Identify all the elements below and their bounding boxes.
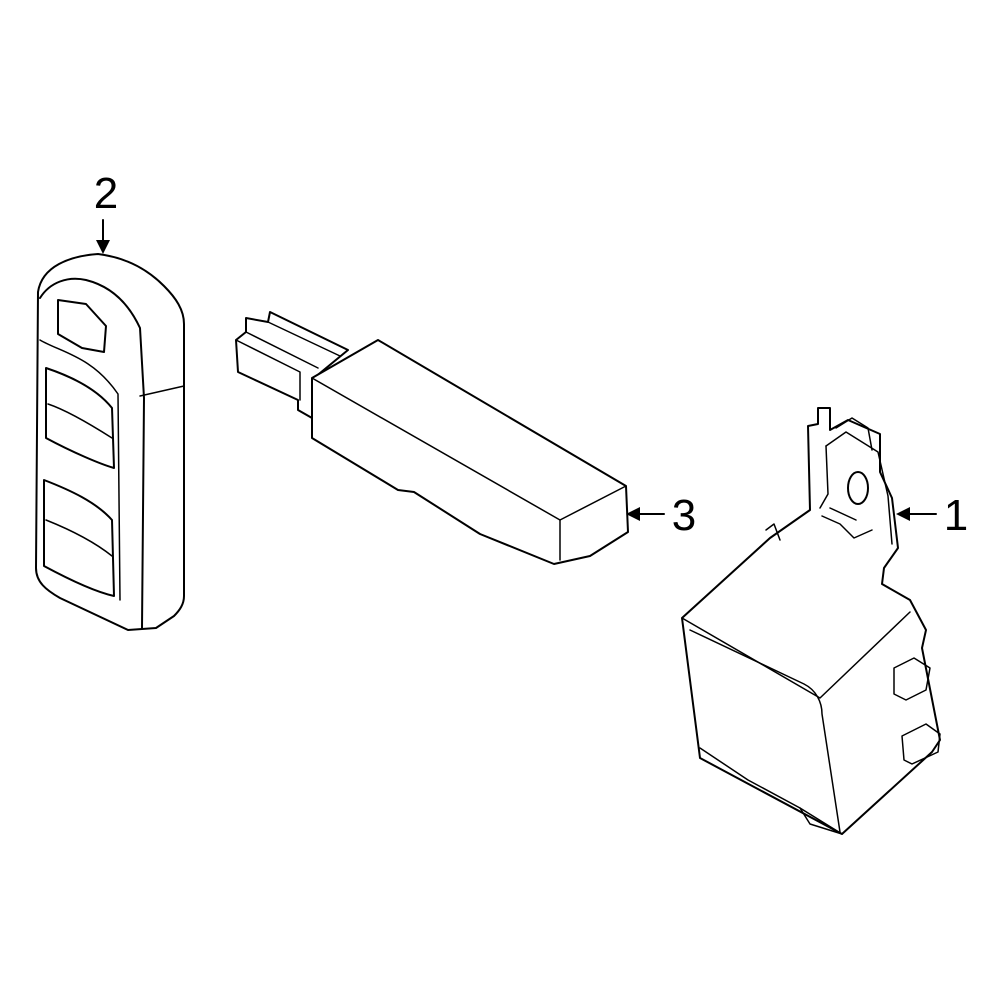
callout-2: 2: [94, 169, 118, 254]
callout-label-2: 2: [94, 169, 118, 218]
control-module-icon[interactable]: [681, 407, 941, 835]
callout-1: 1: [896, 491, 968, 540]
antenna-module-icon[interactable]: [235, 311, 629, 565]
callout-label-3: 3: [672, 491, 696, 540]
callout-label-1: 1: [944, 491, 968, 540]
callout-3-arrowhead: [626, 507, 640, 521]
callout-2-arrowhead: [96, 240, 110, 254]
callout-3: 3: [626, 491, 696, 540]
callout-1-arrowhead: [896, 507, 910, 521]
key-fob-icon[interactable]: [35, 253, 185, 631]
